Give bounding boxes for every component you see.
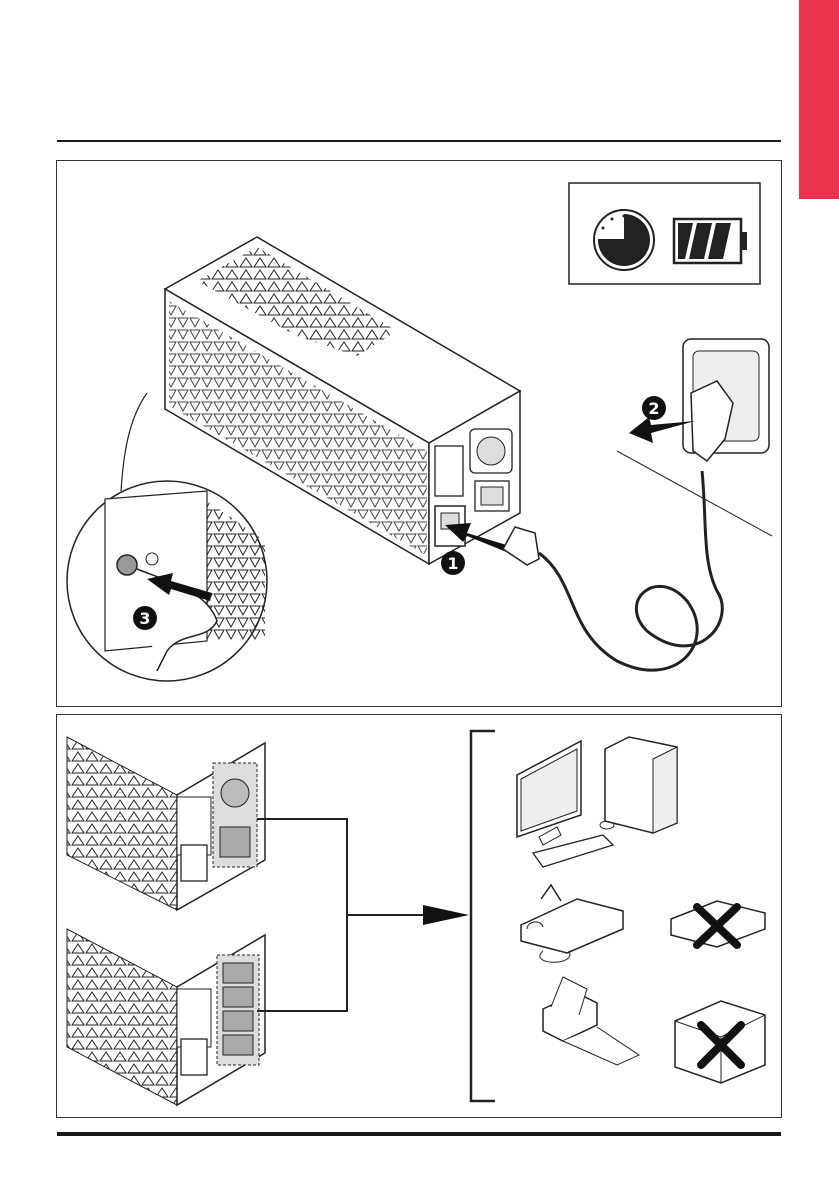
- laser-printer-not-allowed-icon: [671, 901, 765, 947]
- installation-panel: 1 2 3: [56, 160, 782, 707]
- arrow-right-icon: [423, 905, 469, 925]
- ups-schuko-outlets-icon: [67, 737, 265, 910]
- svg-text:2: 2: [648, 399, 659, 418]
- battery-charging-icon: [674, 219, 747, 263]
- step-2-badge: 2: [642, 396, 666, 420]
- installation-illustration: 1 2 3: [57, 161, 781, 706]
- fax-machine-icon: [521, 885, 623, 962]
- ups-iec-outlets-icon: [67, 929, 265, 1105]
- section-tab-marker: [799, 0, 839, 199]
- load-connection-illustration: [57, 715, 781, 1117]
- appliance-not-allowed-icon: [675, 1001, 765, 1083]
- step-1-badge: 1: [441, 551, 465, 575]
- header-rule: [57, 140, 781, 142]
- power-button-icon: [117, 555, 137, 575]
- svg-text:3: 3: [139, 609, 150, 628]
- power-plug-icon: [503, 527, 539, 565]
- backup-time-box: [569, 183, 760, 284]
- clock-icon: [594, 210, 654, 270]
- bracket: [471, 731, 495, 1101]
- power-cord-icon: [539, 471, 722, 670]
- computer-workstation-icon: [517, 737, 677, 867]
- load-connection-panel: [56, 714, 782, 1118]
- svg-text:1: 1: [447, 554, 458, 573]
- step-3-badge: 3: [133, 606, 157, 630]
- printer-icon: [543, 977, 639, 1065]
- footer-rule: [57, 1132, 781, 1136]
